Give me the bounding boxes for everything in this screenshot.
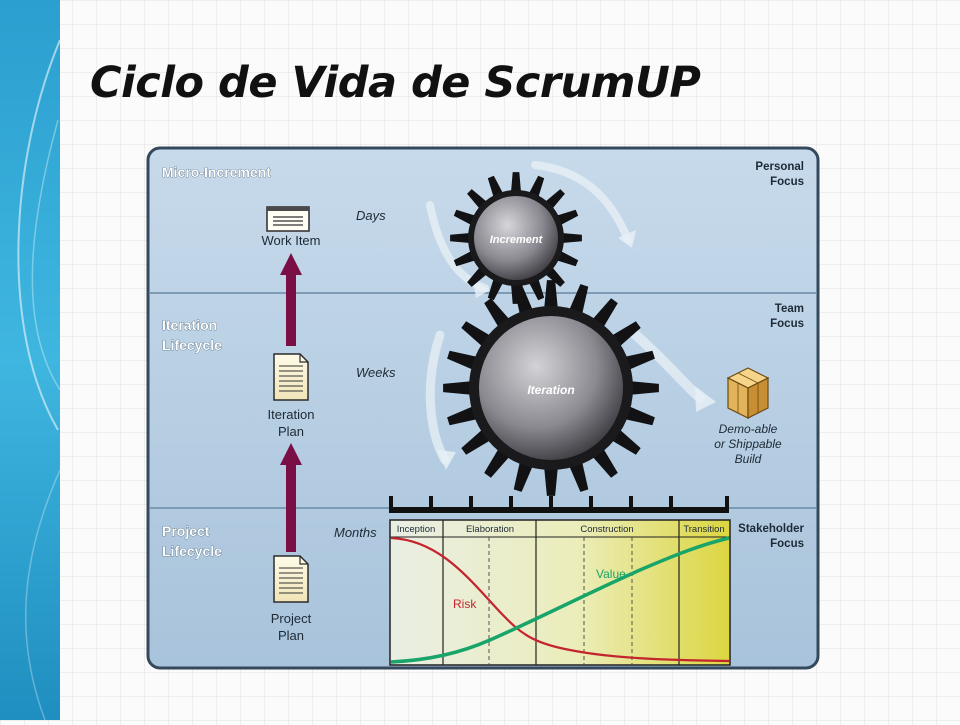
increment-gear-label: Increment xyxy=(490,234,544,246)
gear-tooth xyxy=(611,429,641,455)
gear-tooth xyxy=(528,278,545,301)
iteration-plan-icon xyxy=(273,353,309,401)
gear-tooth xyxy=(611,321,641,347)
gear-tooth xyxy=(544,280,558,309)
gear-tooth xyxy=(484,448,510,478)
iteration-gear xyxy=(443,280,659,496)
gear-tooth xyxy=(513,461,533,492)
gear-tooth xyxy=(487,175,504,198)
focus-label-stakeholder-2: Focus xyxy=(770,538,804,550)
gear-tooth xyxy=(447,350,478,370)
project-plan-label-2: Plan xyxy=(278,628,304,643)
phase-label-inception: Inception xyxy=(397,524,436,535)
shippable-build-icon xyxy=(726,367,770,419)
phase-chart xyxy=(389,519,731,666)
phase-label-transition: Transition xyxy=(683,524,724,535)
arrow-head xyxy=(695,386,716,412)
risk-label: Risk xyxy=(453,597,477,611)
gear-tooth xyxy=(487,278,504,301)
gear-tooth xyxy=(484,298,510,328)
gear-tooth xyxy=(513,284,533,315)
gear-tooth xyxy=(569,284,589,315)
band-label-project: Project xyxy=(162,523,210,539)
band-label-iteration-line2: Lifecycle xyxy=(162,337,222,353)
build-label-2: or Shippable xyxy=(714,437,782,451)
arrow-head xyxy=(618,230,636,248)
phase-label-construction: Construction xyxy=(580,524,633,535)
timeline-ruler xyxy=(389,496,729,513)
gear-tooth xyxy=(624,406,655,426)
work-item-icon xyxy=(266,206,310,232)
gear-tooth xyxy=(556,250,579,267)
time-label-weeks: Weeks xyxy=(356,365,396,380)
focus-label-team-2: Focus xyxy=(770,318,804,330)
value-curve xyxy=(390,536,730,664)
iteration-plan-label-2: Plan xyxy=(278,424,304,439)
gear-tooth xyxy=(447,406,478,426)
iteration-gear-label: Iteration xyxy=(527,383,574,397)
gear-tooth xyxy=(443,381,472,395)
band-label-micro: Micro-Increment xyxy=(162,164,271,180)
focus-label-personal-2: Focus xyxy=(770,176,804,188)
focus-label-team: Team xyxy=(775,303,804,315)
focus-label-personal: Personal xyxy=(755,161,804,173)
time-label-months: Months xyxy=(334,525,377,540)
focus-label-stakeholder: Stakeholder xyxy=(738,523,804,535)
gear-tooth xyxy=(453,250,476,267)
gear-tooth xyxy=(561,233,582,243)
gear-tooth xyxy=(556,209,579,226)
build-label: Demo-able xyxy=(719,422,778,436)
gear-tooth xyxy=(592,298,618,328)
arrow-head xyxy=(437,450,456,470)
gear-tooth xyxy=(453,209,476,226)
progression-arrows xyxy=(280,253,302,552)
project-plan-icon xyxy=(273,555,309,603)
project-plan-label: Project xyxy=(271,611,312,626)
gear-tooth xyxy=(592,448,618,478)
gear-tooth xyxy=(461,429,491,455)
phase-label-elaboration: Elaboration xyxy=(466,524,514,535)
time-label-days: Days xyxy=(356,208,386,223)
build-label-3: Build xyxy=(735,452,762,466)
band-label-iteration: Iteration xyxy=(162,317,217,333)
iteration-plan-label: Iteration xyxy=(268,407,315,422)
gear-tooth xyxy=(630,381,659,395)
work-item-label: Work Item xyxy=(262,233,321,248)
gear-tooth xyxy=(450,233,471,243)
gear-tooth xyxy=(569,461,589,492)
gear-tooth xyxy=(461,321,491,347)
slide-title: Ciclo de Vida de ScrumUP xyxy=(90,58,701,108)
arrow-head xyxy=(473,280,490,298)
gear-tooth xyxy=(624,350,655,370)
risk-curve xyxy=(390,536,730,663)
gear-tooth xyxy=(544,467,558,496)
band-label-project-line2: Lifecycle xyxy=(162,543,222,559)
value-label: Value xyxy=(596,567,626,581)
gear-tooth xyxy=(511,172,521,193)
decorative-side-band xyxy=(0,0,61,721)
scrumup-lifecycle-diagram: Micro-Increment Iteration Lifecycle Proj… xyxy=(146,146,820,670)
gear-tooth xyxy=(528,175,545,198)
